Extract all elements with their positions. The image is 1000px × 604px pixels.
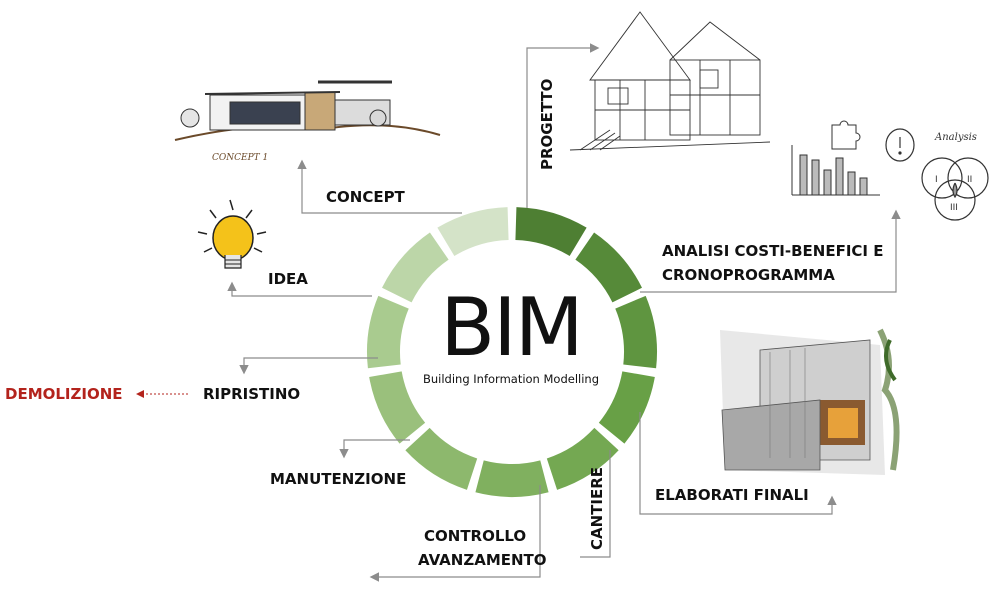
concept-caption: CONCEPT 1 — [212, 153, 268, 163]
stage-elaborati-label: ELABORATI FINALI — [655, 486, 809, 504]
ring-segment-idea — [382, 232, 449, 303]
ring-segment-cantiere — [546, 427, 619, 490]
house-concept-sketch-icon: CONCEPT 1 — [174, 80, 441, 163]
stage-analisi-label-1: ANALISI COSTI-BENEFICI E — [662, 242, 884, 260]
stage-controllo-label-1: CONTROLLO — [424, 527, 527, 545]
venn-numeral-2: II — [967, 175, 972, 185]
stage-demolizione-label: DEMOLIZIONE — [5, 385, 123, 403]
stage-analisi-label-2: CRONOPROGRAMMA — [662, 266, 835, 284]
ring-segment-concept — [437, 207, 509, 256]
stage-ripristino-label: RIPRISTINO — [203, 385, 301, 403]
arrow-cantiere — [580, 450, 611, 558]
ring-segment-cantiere-upper — [598, 371, 655, 444]
arrow-elaborati — [639, 412, 837, 515]
venn-diagram-icon: Analysis I II III — [921, 132, 989, 221]
speech-bubble-icon — [885, 128, 915, 162]
stage-manutenzione-label: MANUTENZIONE — [270, 470, 407, 488]
ring-segment-controllo — [475, 460, 549, 497]
arrow-progetto — [526, 43, 600, 208]
ring-segment-ripristino — [369, 371, 426, 444]
ring-segment-analisi — [575, 232, 642, 303]
connector-lines — [227, 43, 901, 582]
analysis-label: Analysis — [934, 132, 977, 143]
stage-idea-label: IDEA — [268, 270, 308, 288]
ring-segment-elaborati — [615, 295, 657, 369]
finished-building-sketch-icon — [720, 328, 900, 475]
venn-numeral-1: I — [935, 175, 938, 185]
puzzle-piece-icon — [831, 120, 861, 150]
lifecycle-ring — [367, 207, 657, 497]
ring-segment-manutenzione — [405, 427, 478, 490]
bar-chart-sketch-icon — [791, 145, 880, 196]
ring-segment-progetto — [515, 207, 587, 256]
stage-progetto-label: PROGETTO — [538, 78, 556, 170]
stage-controllo-label-2: AVANZAMENTO — [418, 551, 547, 569]
bim-title: BIM — [440, 281, 584, 374]
lightbulb-icon — [197, 199, 267, 269]
wireframe-house-icon — [569, 11, 771, 151]
arrow-idea — [227, 281, 372, 297]
arrow-concept — [297, 159, 462, 214]
arrow-controllo — [369, 485, 541, 582]
stage-concept-label: CONCEPT — [326, 188, 405, 206]
ring-segment-ripristino-upper — [367, 295, 409, 369]
arrow-ripristino — [239, 357, 378, 375]
bim-subtitle: Building Information Modelling — [422, 372, 600, 386]
arrow-manutenzione — [339, 439, 410, 459]
venn-numeral-3: III — [950, 203, 958, 213]
stage-cantiere-label: CANTIERE — [588, 466, 606, 550]
arrow-analisi — [640, 209, 901, 293]
